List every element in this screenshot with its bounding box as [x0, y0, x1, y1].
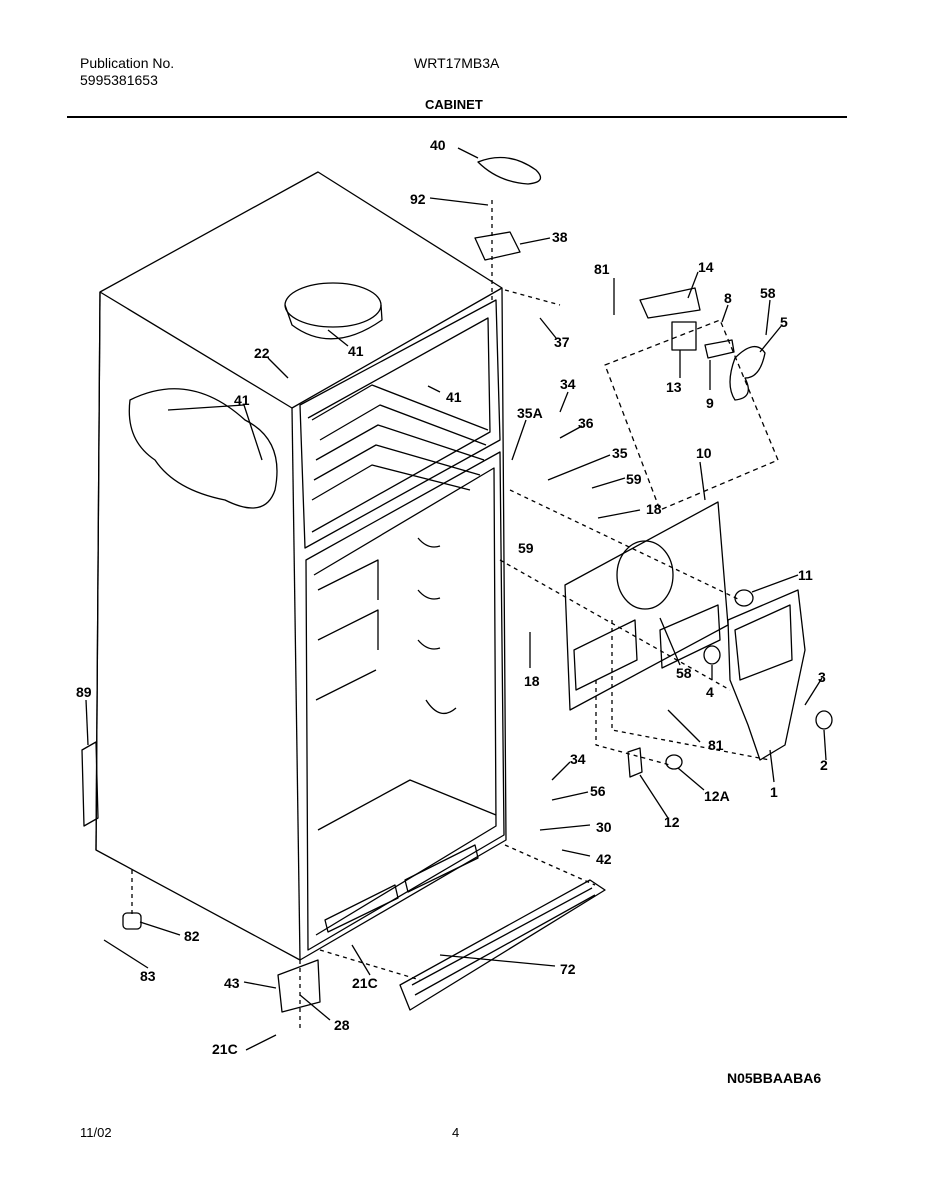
- part-callout-13: 13: [666, 379, 682, 395]
- freezer-opening: [299, 299, 501, 549]
- part-callout-83: 83: [140, 968, 156, 984]
- part-callout-41: 41: [446, 389, 462, 405]
- part-callout-42: 42: [596, 851, 612, 867]
- part-callout-11: 11: [798, 567, 813, 583]
- side-cutaway: [128, 388, 278, 509]
- part-callout-34: 34: [570, 751, 586, 767]
- part-callout-82: 82: [184, 928, 200, 944]
- part-callout-58: 58: [760, 285, 776, 301]
- part-callout-81: 81: [708, 737, 724, 753]
- part-callout-30: 30: [596, 819, 612, 835]
- cabinet-front-edge: [291, 407, 301, 961]
- part-72: [399, 879, 606, 1011]
- part-callout-40: 40: [430, 137, 446, 153]
- part-callout-12a: 12A: [704, 788, 730, 804]
- part-callout-89: 89: [76, 684, 92, 700]
- part-5: [729, 346, 766, 401]
- part-callout-92: 92: [410, 191, 426, 207]
- part-callout-14: 14: [698, 259, 714, 275]
- part-callout-10: 10: [696, 445, 712, 461]
- publication-number: 5995381653: [80, 72, 158, 88]
- model-number: WRT17MB3A: [414, 55, 500, 71]
- page-number: 4: [452, 1125, 460, 1140]
- part-89: [81, 741, 99, 827]
- part-callout-21c: 21C: [212, 1041, 238, 1057]
- part-callout-43: 43: [224, 975, 240, 991]
- part-28: [277, 959, 321, 1013]
- section-title: CABINET: [425, 97, 483, 112]
- cabinet-shell: [95, 171, 507, 961]
- part-callout-59: 59: [518, 540, 534, 556]
- publication-label: Publication No.: [80, 55, 175, 71]
- part-12A: [665, 754, 683, 770]
- part-82: [122, 912, 142, 930]
- part-callout-12: 12: [664, 814, 680, 830]
- part-2: [815, 710, 833, 730]
- part-callout-35: 35: [612, 445, 628, 461]
- part-callout-58: 58: [676, 665, 692, 681]
- part-callout-28: 28: [334, 1017, 350, 1033]
- part-callout-34: 34: [560, 376, 576, 392]
- part-38: [474, 231, 521, 261]
- part-callout-2: 2: [820, 757, 828, 773]
- part-callout-35a: 35A: [517, 405, 543, 421]
- part-callout-36: 36: [578, 415, 594, 431]
- part-callout-18: 18: [646, 501, 662, 517]
- part-callout-41: 41: [234, 392, 250, 408]
- part-1: [727, 589, 806, 761]
- part-callout-1: 1: [770, 784, 778, 800]
- drawing-code: N05BBAABA6: [727, 1070, 822, 1086]
- part-callout-37: 37: [554, 334, 570, 350]
- part-9: [704, 339, 735, 359]
- part-callout-8: 8: [724, 290, 732, 306]
- part-callout-18: 18: [524, 673, 540, 689]
- part-callout-81: 81: [594, 261, 610, 277]
- fresh-food-opening: [305, 451, 505, 951]
- part-callout-41: 41: [348, 343, 364, 359]
- part-13: [671, 321, 697, 351]
- part-callout-9: 9: [706, 395, 714, 411]
- part-callout-56: 56: [590, 783, 606, 799]
- part-12: [627, 747, 643, 778]
- part-14: [639, 287, 701, 319]
- part-callout-3: 3: [818, 669, 826, 685]
- part-callout-22: 22: [254, 345, 270, 361]
- part-10: [564, 501, 729, 711]
- part-callout-4: 4: [706, 684, 714, 700]
- part-4: [703, 645, 721, 665]
- part-callout-72: 72: [560, 961, 576, 977]
- part-callout-38: 38: [552, 229, 568, 245]
- header-rule: [67, 116, 847, 118]
- part-callout-5: 5: [780, 314, 788, 330]
- part-callout-21c: 21C: [352, 975, 378, 991]
- part-40: [477, 156, 542, 185]
- part-callout-59: 59: [626, 471, 642, 487]
- publication-date: 11/02: [80, 1125, 112, 1140]
- part-11: [734, 589, 754, 607]
